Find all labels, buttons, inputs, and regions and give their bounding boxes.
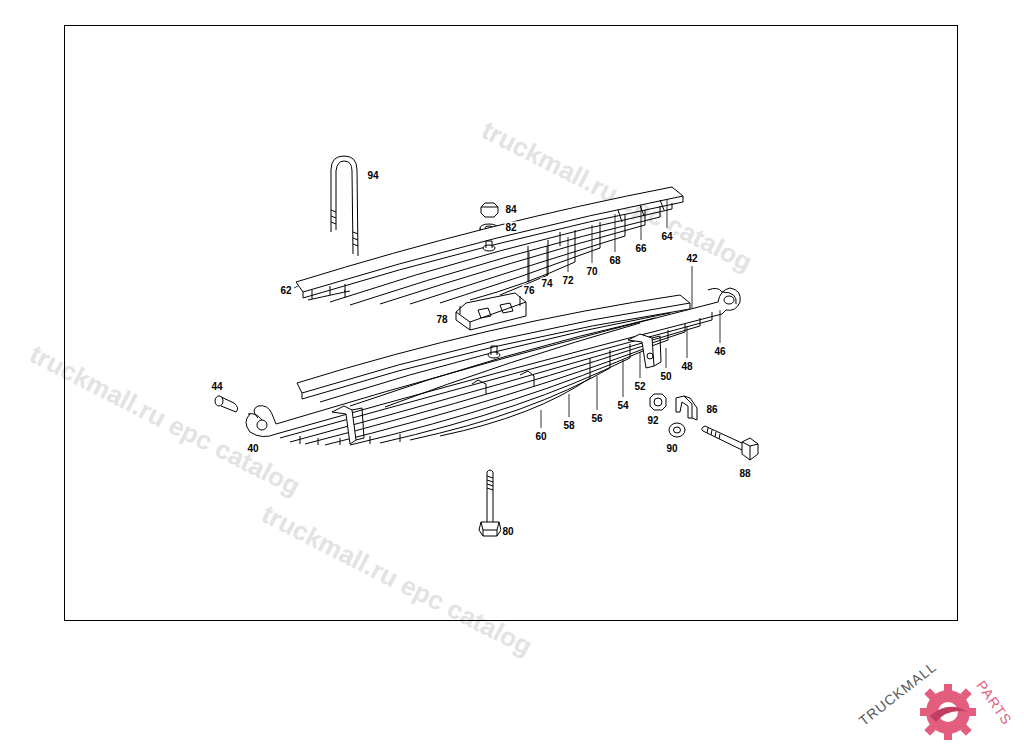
callout-number: 58 bbox=[562, 420, 575, 431]
callout-number: 48 bbox=[680, 361, 693, 372]
logo-text: TRUCKMALL bbox=[856, 659, 939, 729]
callout-number: 50 bbox=[659, 371, 672, 382]
callout-number: 66 bbox=[634, 243, 647, 254]
callout-number: 52 bbox=[633, 381, 646, 392]
callout-number: 46 bbox=[713, 346, 726, 357]
callout-number: 92 bbox=[646, 415, 659, 426]
callout-number: 78 bbox=[435, 314, 448, 325]
bolt bbox=[702, 426, 758, 460]
bolt bbox=[479, 470, 501, 536]
callout-number: 56 bbox=[590, 413, 603, 424]
callout-number: 60 bbox=[534, 431, 547, 442]
lower-spring bbox=[246, 288, 740, 445]
bushing bbox=[215, 396, 238, 412]
callout-number: 84 bbox=[504, 204, 517, 215]
callout-number: 68 bbox=[608, 255, 621, 266]
callout-number: 42 bbox=[685, 253, 698, 264]
bracket bbox=[676, 396, 697, 420]
logo-gear bbox=[920, 684, 976, 740]
callout-number: 74 bbox=[540, 278, 553, 289]
callout-number: 90 bbox=[665, 443, 678, 454]
logo-text: PARTS bbox=[973, 678, 1014, 728]
callout-number: 40 bbox=[246, 443, 259, 454]
callout-number: 94 bbox=[366, 170, 379, 181]
callout-number: 80 bbox=[501, 526, 514, 537]
callout-number: 82 bbox=[504, 222, 517, 233]
leader-lines bbox=[294, 200, 720, 428]
u-bolt bbox=[331, 156, 358, 256]
callout-number: 70 bbox=[585, 266, 598, 277]
nut bbox=[650, 394, 666, 410]
upper-spring bbox=[296, 187, 683, 305]
callout-number: 88 bbox=[738, 468, 751, 479]
callout-number: 44 bbox=[210, 381, 223, 392]
spacer-block bbox=[456, 293, 526, 330]
watermark: truckmall.ru epc catalog bbox=[477, 116, 756, 277]
callout-number: 54 bbox=[616, 400, 629, 411]
callout-number: 64 bbox=[660, 231, 673, 242]
washer bbox=[669, 423, 685, 437]
callout-number: 86 bbox=[705, 404, 718, 415]
frame bbox=[65, 26, 958, 621]
callout-number: 76 bbox=[522, 285, 535, 296]
callout-number: 62 bbox=[279, 285, 292, 296]
callout-number: 72 bbox=[561, 275, 574, 286]
